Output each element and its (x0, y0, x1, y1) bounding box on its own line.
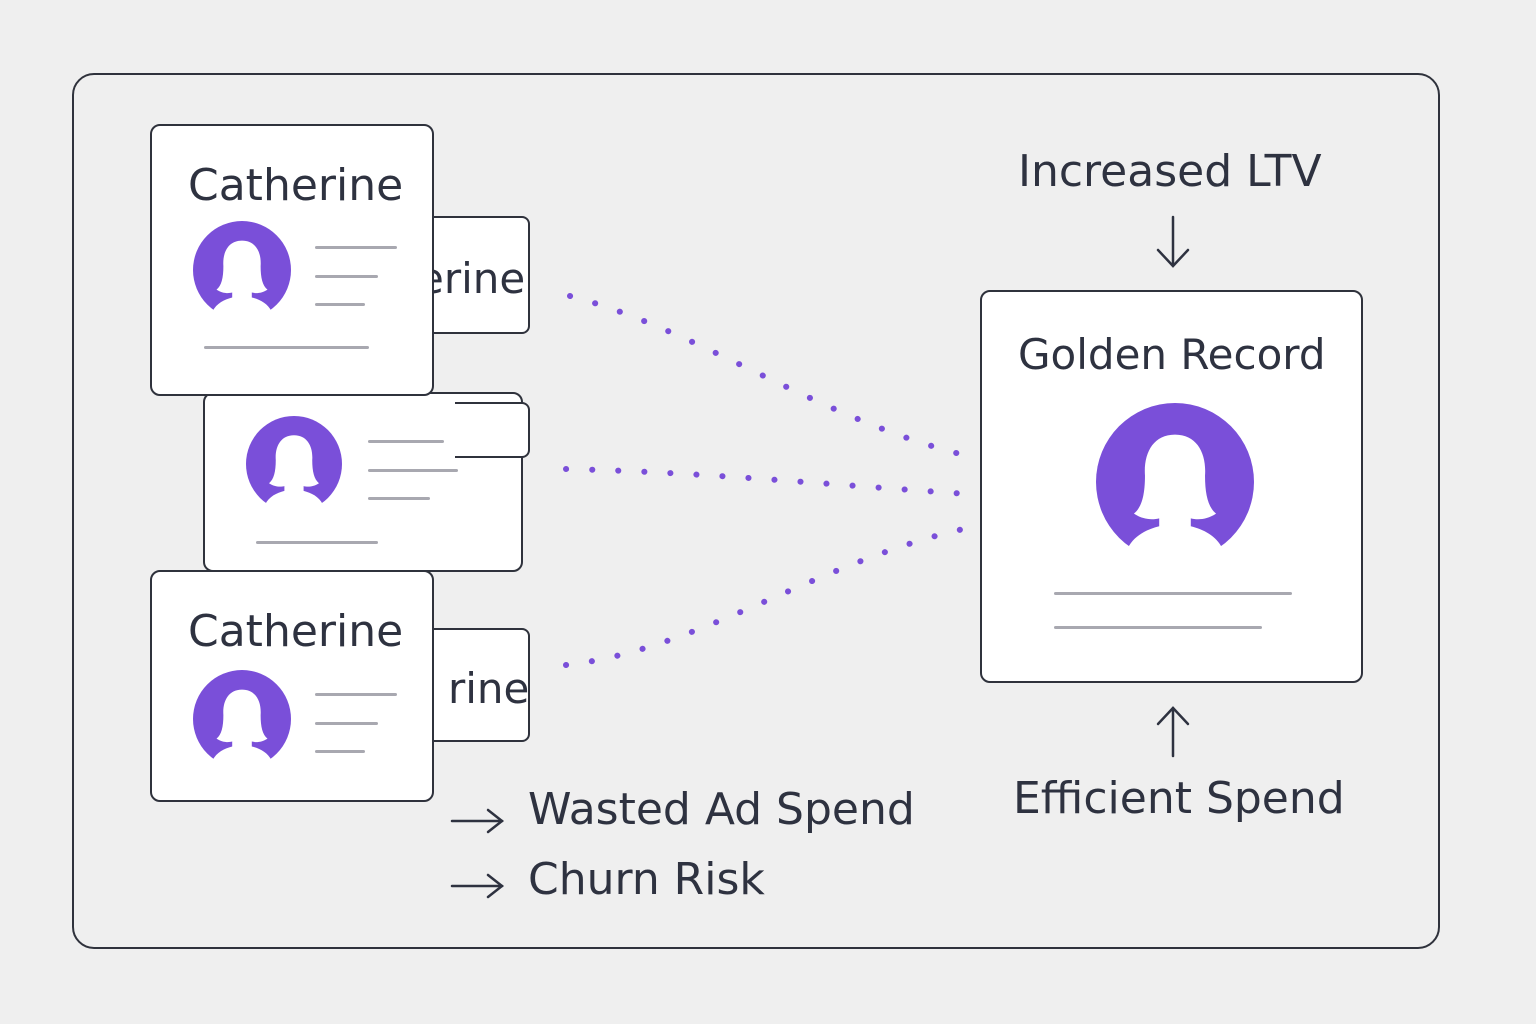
arrow-right-icon (450, 808, 505, 834)
increased-ltv-label: Increased LTV (1018, 146, 1322, 197)
consequence-item: Wasted Ad Spend (450, 788, 920, 838)
user-avatar-icon (1096, 403, 1254, 565)
info-line-1 (315, 246, 397, 249)
info-line-2 (315, 722, 378, 725)
card-name: Catherine (188, 606, 404, 657)
diagram-frame (72, 73, 1440, 949)
avatar (193, 670, 291, 770)
golden-info-line-1 (1054, 592, 1292, 595)
connector-middle (563, 466, 971, 497)
card-name: Catherine (188, 160, 404, 211)
consequence-label: Wasted Ad Spend (528, 784, 915, 835)
duplicate-card-top: Catherine (150, 124, 434, 396)
duplicate-card-middle-tab (455, 402, 530, 458)
efficient-spend-label: Efficient Spend (1013, 773, 1345, 824)
golden-avatar (1096, 403, 1254, 565)
middle-avatar (246, 416, 342, 514)
middle-footer-line (256, 541, 378, 544)
footer-line (204, 346, 369, 349)
info-line-1 (315, 693, 397, 696)
middle-info-line-2 (368, 469, 458, 472)
golden-record-title: Golden Record (1018, 330, 1326, 379)
consequence-item: Churn Risk (450, 858, 920, 908)
arrow-right-icon (450, 873, 505, 899)
user-avatar-icon (246, 416, 342, 514)
consequence-label: Churn Risk (528, 854, 765, 905)
card-name-partial: erine (418, 258, 526, 300)
golden-info-line-2 (1054, 626, 1262, 629)
avatar (193, 221, 291, 321)
middle-info-line-1 (368, 440, 444, 443)
user-avatar-icon (193, 221, 291, 321)
user-avatar-icon (193, 670, 291, 770)
duplicate-card-bottom: Catherine (150, 570, 434, 802)
golden-record-card: Golden Record (980, 290, 1363, 683)
info-line-2 (315, 275, 378, 278)
info-line-3 (315, 303, 365, 306)
card-name-partial: rine (448, 668, 530, 710)
info-line-3 (315, 750, 365, 753)
connector-top (567, 293, 971, 459)
connector-bottom (563, 525, 971, 668)
middle-info-line-3 (368, 497, 430, 500)
